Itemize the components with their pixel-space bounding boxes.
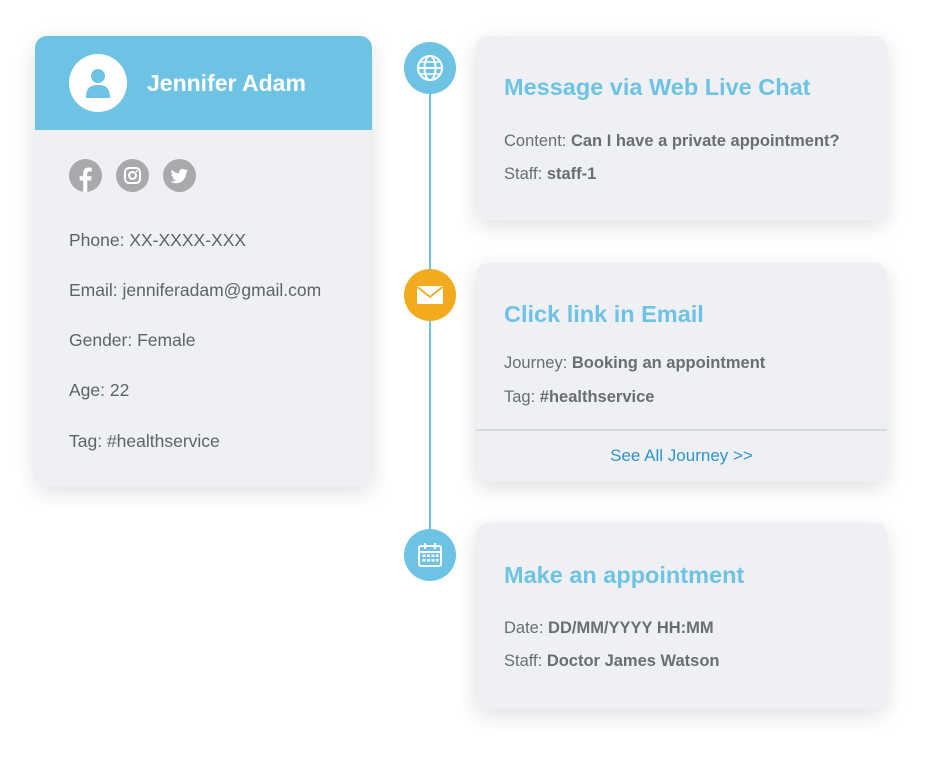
row-label: Staff: <box>504 652 547 670</box>
calendar-icon <box>404 529 456 581</box>
envelope-icon <box>404 269 456 321</box>
email-text: Email: jenniferadam@gmail.com <box>69 280 322 300</box>
event-content-row: Content: Can I have a private appointmen… <box>504 132 840 151</box>
user-icon <box>69 54 127 112</box>
event-date-row: Date: DD/MM/YYYY HH:MM <box>504 619 714 638</box>
event-card-appointment: Make an appointment Date: DD/MM/YYYY HH:… <box>476 523 887 709</box>
tag-text: Tag: #healthservice <box>69 431 220 451</box>
profile-header: Jennifer Adam <box>35 36 372 130</box>
row-label: Journey: <box>504 354 572 372</box>
age-text: Age: 22 <box>69 380 130 400</box>
event-staff-row: Staff: staff-1 <box>504 165 596 184</box>
facebook-icon[interactable] <box>69 159 102 192</box>
row-value: DD/MM/YYYY HH:MM <box>548 619 714 637</box>
event-staff-row: Staff: Doctor James Watson <box>504 652 720 671</box>
event-card-email: Click link in Email Journey: Booking an … <box>476 263 887 482</box>
card-divider <box>476 429 887 431</box>
event-card-live-chat: Message via Web Live Chat Content: Can I… <box>476 36 887 220</box>
row-value: staff-1 <box>546 165 597 183</box>
row-value: Doctor James Watson <box>546 652 720 670</box>
event-title: Message via Web Live Chat <box>504 74 811 100</box>
see-all-journey-link[interactable]: See All Journey >> <box>610 446 753 465</box>
instagram-icon[interactable] <box>116 159 149 192</box>
event-title: Click link in Email <box>504 301 704 327</box>
row-value: Booking an appointment <box>571 354 766 372</box>
row-label: Content: <box>504 132 571 150</box>
row-value: #healthservice <box>539 388 655 406</box>
social-links <box>69 159 196 192</box>
globe-icon <box>404 42 456 94</box>
row-label: Staff: <box>504 165 547 183</box>
row-label: Date: <box>504 619 549 637</box>
profile-card: Jennifer Adam Phone: XX-XXXX-XXX Email: … <box>35 36 372 486</box>
row-label: Tag: <box>504 388 540 406</box>
event-title: Make an appointment <box>504 562 745 588</box>
event-tag-row: Tag: #healthservice <box>504 388 654 407</box>
twitter-icon[interactable] <box>163 159 196 192</box>
phone-text: Phone: XX-XXXX-XXX <box>69 230 247 250</box>
profile-name: Jennifer Adam <box>147 69 306 96</box>
event-journey-row: Journey: Booking an appointment <box>504 354 765 373</box>
gender-text: Gender: Female <box>69 330 196 350</box>
row-value: Can I have a private appointment? <box>570 132 840 150</box>
